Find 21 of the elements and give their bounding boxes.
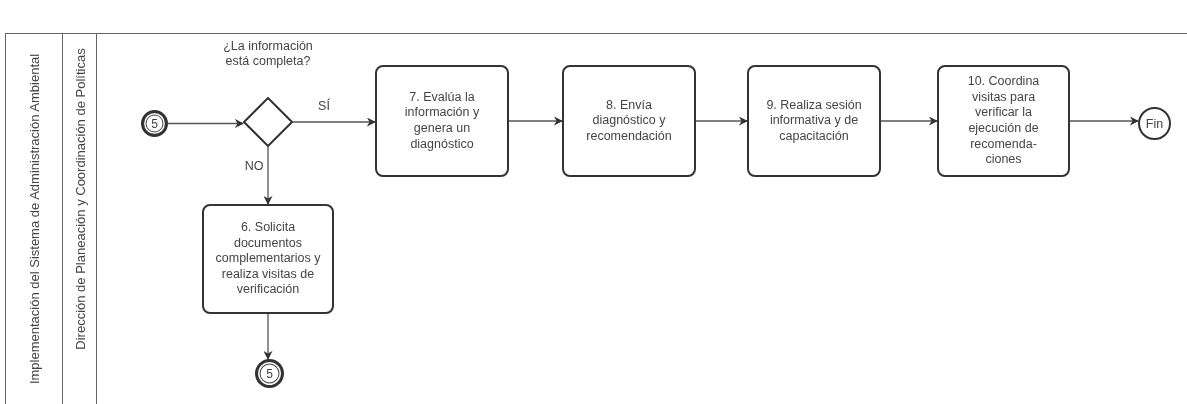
link-event-circle: 5 xyxy=(255,359,284,388)
arrow xyxy=(167,119,244,128)
task-box: 6. Solicita documentos complementarios y realiza visitas de verificación xyxy=(202,204,334,314)
task-box: 8. Envía diagnóstico y recomendación xyxy=(562,65,696,177)
arrow xyxy=(263,313,273,360)
arrow xyxy=(263,146,273,205)
arrow xyxy=(292,117,376,127)
lane-label: Dirección de Planeación y Coordinación de Políticas xyxy=(72,48,88,350)
pool-label: Implementación del Sistema de Administración Ambiental xyxy=(26,53,42,385)
task-box: 10. Coordina visitas para verificar la ejecución de recomenda- ciones xyxy=(937,65,1070,177)
task-box: 9. Realiza sesión informativa y de capacitación xyxy=(747,65,881,177)
edge-label: NO xyxy=(242,158,266,173)
end-event-circle: Fin xyxy=(1138,107,1171,140)
link-event-circle: 5 xyxy=(141,110,168,137)
edge-label: SÍ xyxy=(316,99,332,113)
arrow xyxy=(880,116,938,126)
task-box: 7. Evalúa la información y genera un diagnóstico xyxy=(375,65,509,177)
arrow xyxy=(695,116,748,126)
decision-question: ¿La información está completa? xyxy=(222,39,314,69)
arrow xyxy=(508,116,563,126)
arrow xyxy=(1069,116,1139,126)
